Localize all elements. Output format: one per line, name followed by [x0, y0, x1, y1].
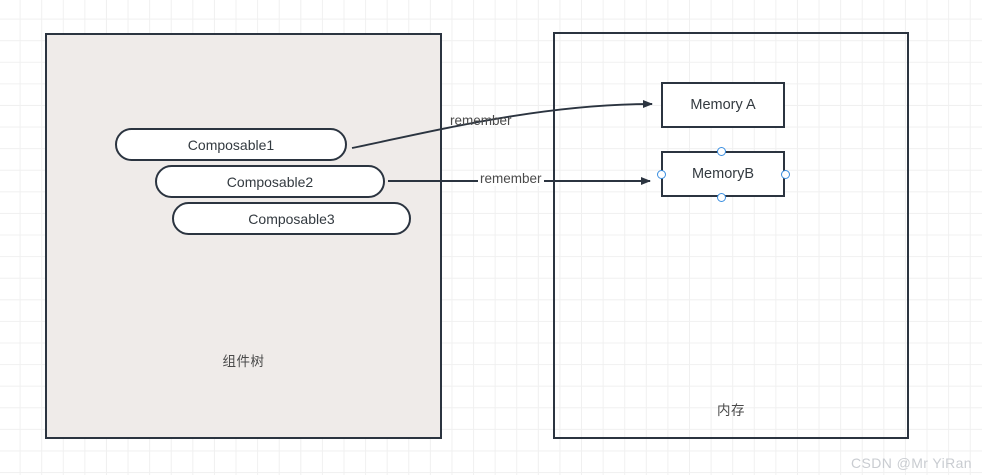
resize-handle-bottom[interactable] [716, 192, 726, 202]
memory-box-a[interactable]: Memory A [661, 82, 785, 128]
composable-node-2[interactable]: Composable2 [155, 165, 385, 198]
memory-box-b[interactable]: MemoryB [661, 151, 785, 197]
resize-handle-right[interactable] [780, 169, 790, 179]
edge-label-remember-2[interactable]: remember [478, 171, 544, 186]
memory-panel-caption: 内存 [717, 403, 745, 418]
composable-node-1[interactable]: Composable1 [115, 128, 347, 161]
edge-label-remember-1[interactable]: remember [450, 113, 512, 128]
component-tree-panel[interactable]: 组件树 [45, 33, 442, 439]
composable-node-3[interactable]: Composable3 [172, 202, 411, 235]
component-tree-caption: 组件树 [222, 354, 265, 369]
resize-handle-left[interactable] [656, 169, 666, 179]
memory-panel[interactable]: 内存 [553, 32, 909, 439]
resize-handle-top[interactable] [716, 147, 726, 156]
watermark: CSDN @Mr YiRan [851, 455, 972, 471]
